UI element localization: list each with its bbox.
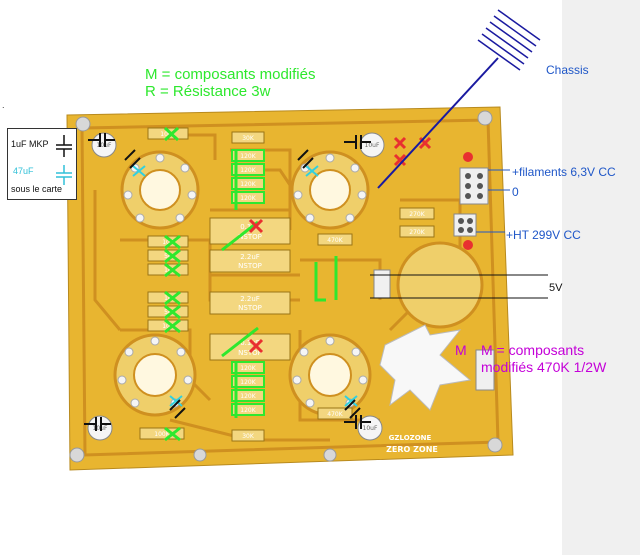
mkp-label: 1uF MKP xyxy=(11,139,49,149)
svg-text:10uF: 10uF xyxy=(363,425,378,432)
cap47-label: 47uF xyxy=(13,166,34,176)
svg-text:120K: 120K xyxy=(240,407,256,414)
svg-text:120K: 120K xyxy=(240,393,256,400)
svg-text:NSTOP: NSTOP xyxy=(238,262,262,270)
svg-text:0.1uF: 0.1uF xyxy=(240,339,260,347)
svg-text:NSTOP: NSTOP xyxy=(238,304,262,312)
capacitor-symbol-icon xyxy=(84,133,371,431)
tube-socket-icon xyxy=(113,150,372,417)
svg-text:30K: 30K xyxy=(242,135,255,142)
svg-text:470K: 470K xyxy=(327,411,343,418)
svg-text:NSTOP: NSTOP xyxy=(238,233,262,241)
svg-text:30K: 30K xyxy=(242,433,255,440)
ground-icon xyxy=(477,9,541,71)
mounting-hole-icon xyxy=(69,110,503,463)
heatsink-icon xyxy=(379,324,472,411)
stray-dot: . xyxy=(2,100,5,110)
svg-text:5K: 5K xyxy=(164,309,173,316)
chassis-label: Chassis xyxy=(546,63,589,77)
ht-label: +HT 299V CC xyxy=(506,228,581,242)
svg-text:1K: 1K xyxy=(164,267,173,274)
svg-text:ZERO ZONE: ZERO ZONE xyxy=(386,445,438,454)
svg-text:120K: 120K xyxy=(240,379,256,386)
filter-capacitor xyxy=(396,241,484,329)
red-dots xyxy=(463,152,473,250)
svg-text:5K: 5K xyxy=(164,253,173,260)
svg-text:120K: 120K xyxy=(240,181,256,188)
svg-text:120K: 120K xyxy=(240,153,256,160)
capacitor-symbol-icon xyxy=(56,135,72,185)
svg-text:470K: 470K xyxy=(327,237,343,244)
red-x-marks xyxy=(248,136,432,354)
resistor-footprints xyxy=(139,127,435,442)
svg-text:NSTOP: NSTOP xyxy=(238,349,262,357)
svg-text:120K: 120K xyxy=(240,365,256,372)
svg-text:120K: 120K xyxy=(240,167,256,174)
chassis-wire xyxy=(377,57,499,189)
svg-text:10K: 10K xyxy=(162,323,175,330)
sous-carte-label: sous le carte xyxy=(11,184,63,194)
zero-label: 0 xyxy=(512,185,519,199)
svg-text:100K: 100K xyxy=(154,431,170,438)
svg-text:2.2uF: 2.2uF xyxy=(240,253,260,261)
svg-text:270K: 270K xyxy=(409,229,425,236)
magenta-label-line-2: modifiés 470K 1/2W xyxy=(481,359,607,375)
magenta-m-label: M xyxy=(455,342,467,358)
filaments-label: +filaments 6,3V CC xyxy=(512,165,616,179)
svg-text:2.2uF: 2.2uF xyxy=(240,295,260,303)
svg-text:100K: 100K xyxy=(160,131,176,138)
five-volt-label: 5V xyxy=(549,282,563,294)
tube-pins xyxy=(117,153,368,408)
svg-text:PRT11A-AE1 V1.1: PRT11A-AE1 V1.1 xyxy=(376,459,444,467)
legend-line-1: M = composants modifiés xyxy=(145,66,316,83)
coupling-capacitors xyxy=(209,217,291,361)
silkscreen-text: 100K 30K 120K 120K 120K 120K 10K 5K 1K 1… xyxy=(154,131,425,440)
legend-line-2: R = Résistance 3w xyxy=(145,83,271,100)
svg-text:10K: 10K xyxy=(162,239,175,246)
capacitor-note-box: 1uF MKP 47uF sous le carte xyxy=(7,128,77,200)
svg-text:GZLOZONE: GZLOZONE xyxy=(389,434,432,442)
svg-text:1K: 1K xyxy=(164,295,173,302)
right-margin-panel xyxy=(562,0,640,555)
svg-text:120K: 120K xyxy=(240,195,256,202)
svg-text:10uF: 10uF xyxy=(365,142,380,149)
svg-text:270K: 270K xyxy=(409,211,425,218)
cyan-marks xyxy=(132,165,358,407)
magenta-label-line-1: M = composants xyxy=(481,342,585,358)
